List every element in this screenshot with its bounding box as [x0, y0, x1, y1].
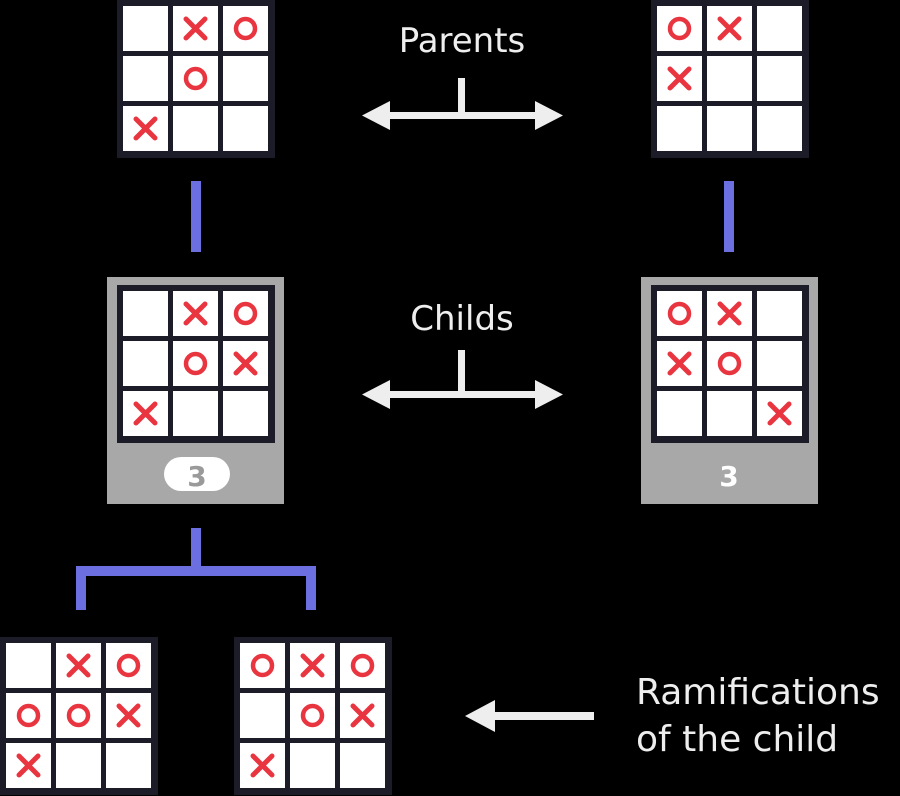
- childs-label: Childs: [410, 299, 514, 339]
- board-cell: [707, 341, 752, 386]
- o-mark-icon: [183, 351, 208, 376]
- board-cell: [6, 643, 51, 688]
- o-mark-icon: [233, 301, 258, 326]
- x-mark-icon: [667, 351, 692, 376]
- board-cell: [290, 743, 335, 788]
- connector-left-parent-child: [191, 181, 201, 252]
- board-cell: [657, 106, 702, 151]
- board-cell: [757, 56, 802, 101]
- board-cell: [173, 56, 218, 101]
- x-mark-icon: [133, 401, 158, 426]
- x-mark-icon: [350, 703, 375, 728]
- connector-child-ramifications: [76, 528, 316, 610]
- o-mark-icon: [717, 351, 742, 376]
- board-cell: [290, 693, 335, 738]
- board-child-right: [651, 285, 809, 443]
- parents-label: Parents: [398, 21, 526, 61]
- board-cell: [223, 56, 268, 101]
- o-mark-icon: [350, 653, 375, 678]
- o-mark-icon: [233, 16, 258, 41]
- x-mark-icon: [183, 301, 208, 326]
- board-cell: [757, 106, 802, 151]
- board-cell: [56, 693, 101, 738]
- x-mark-icon: [300, 653, 325, 678]
- board-cell: [223, 391, 268, 436]
- child-left-badge-number: 3: [187, 460, 206, 493]
- o-mark-icon: [183, 66, 208, 91]
- board-cell: [106, 743, 151, 788]
- board-cell: [223, 6, 268, 51]
- board-cell: [56, 743, 101, 788]
- ramifications-label-line1: Ramifications: [636, 672, 880, 713]
- board-cell: [657, 391, 702, 436]
- board-cell: [757, 341, 802, 386]
- board-cell: [223, 106, 268, 151]
- x-mark-icon: [183, 16, 208, 41]
- board-parent-right: [651, 0, 809, 158]
- child-right-badge: 3: [719, 460, 738, 493]
- x-mark-icon: [116, 703, 141, 728]
- board-cell: [106, 643, 151, 688]
- o-mark-icon: [250, 653, 275, 678]
- board-cell: [657, 291, 702, 336]
- x-mark-icon: [66, 653, 91, 678]
- x-mark-icon: [16, 753, 41, 778]
- board-cell: [6, 693, 51, 738]
- x-mark-icon: [233, 351, 258, 376]
- connector-right-parent-child: [724, 181, 734, 252]
- child-right-badge-number: 3: [719, 460, 738, 493]
- board-cell: [123, 341, 168, 386]
- parents-double-arrow: [362, 78, 563, 130]
- board-cell: [173, 341, 218, 386]
- board-cell: [223, 291, 268, 336]
- board-ramification-1: [0, 637, 158, 795]
- childs-double-arrow: [362, 350, 563, 409]
- o-mark-icon: [300, 703, 325, 728]
- o-mark-icon: [667, 301, 692, 326]
- x-mark-icon: [133, 116, 158, 141]
- x-mark-icon: [717, 16, 742, 41]
- board-cell: [757, 291, 802, 336]
- board-child-left: [117, 285, 275, 443]
- ramifications-label-line2: of the child: [636, 719, 839, 760]
- x-mark-icon: [717, 301, 742, 326]
- board-cell: [707, 391, 752, 436]
- x-mark-icon: [667, 66, 692, 91]
- ramifications-arrow: [465, 700, 594, 732]
- board-parent-left: [117, 0, 275, 158]
- board-cell: [173, 391, 218, 436]
- board-cell: [340, 643, 385, 688]
- x-mark-icon: [767, 401, 792, 426]
- child-left-badge: 3: [164, 457, 230, 493]
- board-cell: [123, 56, 168, 101]
- board-cell: [240, 643, 285, 688]
- board-cell: [707, 56, 752, 101]
- board-cell: [123, 291, 168, 336]
- board-cell: [707, 106, 752, 151]
- x-mark-icon: [250, 753, 275, 778]
- board-cell: [173, 106, 218, 151]
- o-mark-icon: [66, 703, 91, 728]
- o-mark-icon: [116, 653, 141, 678]
- board-cell: [340, 743, 385, 788]
- o-mark-icon: [16, 703, 41, 728]
- board-cell: [757, 6, 802, 51]
- board-ramification-2: [234, 637, 392, 795]
- board-cell: [240, 693, 285, 738]
- board-cell: [123, 6, 168, 51]
- board-cell: [657, 6, 702, 51]
- o-mark-icon: [667, 16, 692, 41]
